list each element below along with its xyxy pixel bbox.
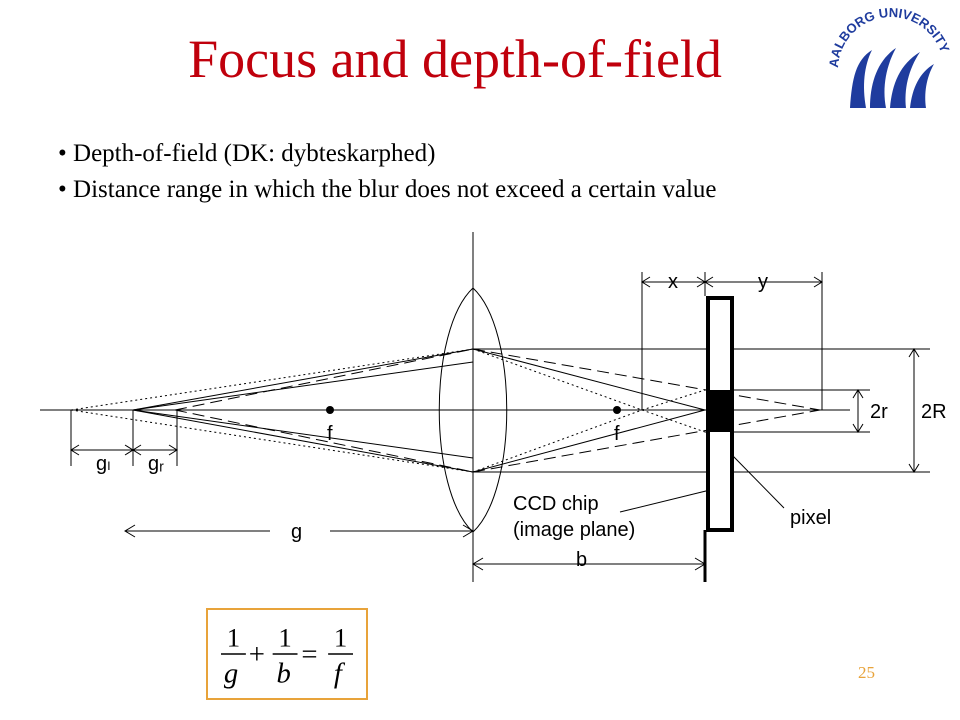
label-gl: gₗ xyxy=(96,453,110,475)
label-f-right: f xyxy=(614,423,620,445)
label-2r: 2r xyxy=(870,401,888,423)
bullet-item: Distance range in which the blur does no… xyxy=(58,172,716,208)
lens-formula: 1 g + 1 b = 1 f xyxy=(206,608,368,700)
slide-title: Focus and depth-of-field xyxy=(188,29,722,89)
bullet-item: Depth-of-field (DK: dybteskarphed) xyxy=(58,136,717,172)
label-y: y xyxy=(758,271,768,293)
formula-num-3: 1 xyxy=(334,622,347,652)
label-ccd-line2: (image plane) xyxy=(513,519,635,541)
formula-term-b: b xyxy=(276,658,290,690)
formula-term-g: g xyxy=(224,658,238,690)
formula-equals: = xyxy=(301,639,317,671)
label-pixel: pixel xyxy=(790,507,831,529)
focal-point-right xyxy=(613,406,621,414)
label-x: x xyxy=(668,271,678,293)
university-logo: AALBORG UNIVERSITY xyxy=(826,8,952,108)
page-number: 25 xyxy=(858,663,875,682)
label-g: g xyxy=(291,521,302,543)
label-b: b xyxy=(576,549,587,571)
label-f-left: f xyxy=(327,423,333,445)
formula-term-f: f xyxy=(334,658,346,690)
formula-num-1: 1 xyxy=(227,622,240,652)
pixel-block xyxy=(706,390,734,432)
label-gr: gᵣ xyxy=(148,453,164,475)
formula-plus: + xyxy=(249,639,265,671)
logo-emblem-icon xyxy=(850,48,934,108)
formula-num-2: 1 xyxy=(278,622,291,652)
label-ccd-line1: CCD chip xyxy=(513,493,599,515)
label-2R: 2R xyxy=(921,401,947,423)
bullet-list: Depth-of-field (DK: dybteskarphed) Dista… xyxy=(58,136,717,208)
focal-point-left xyxy=(326,406,334,414)
